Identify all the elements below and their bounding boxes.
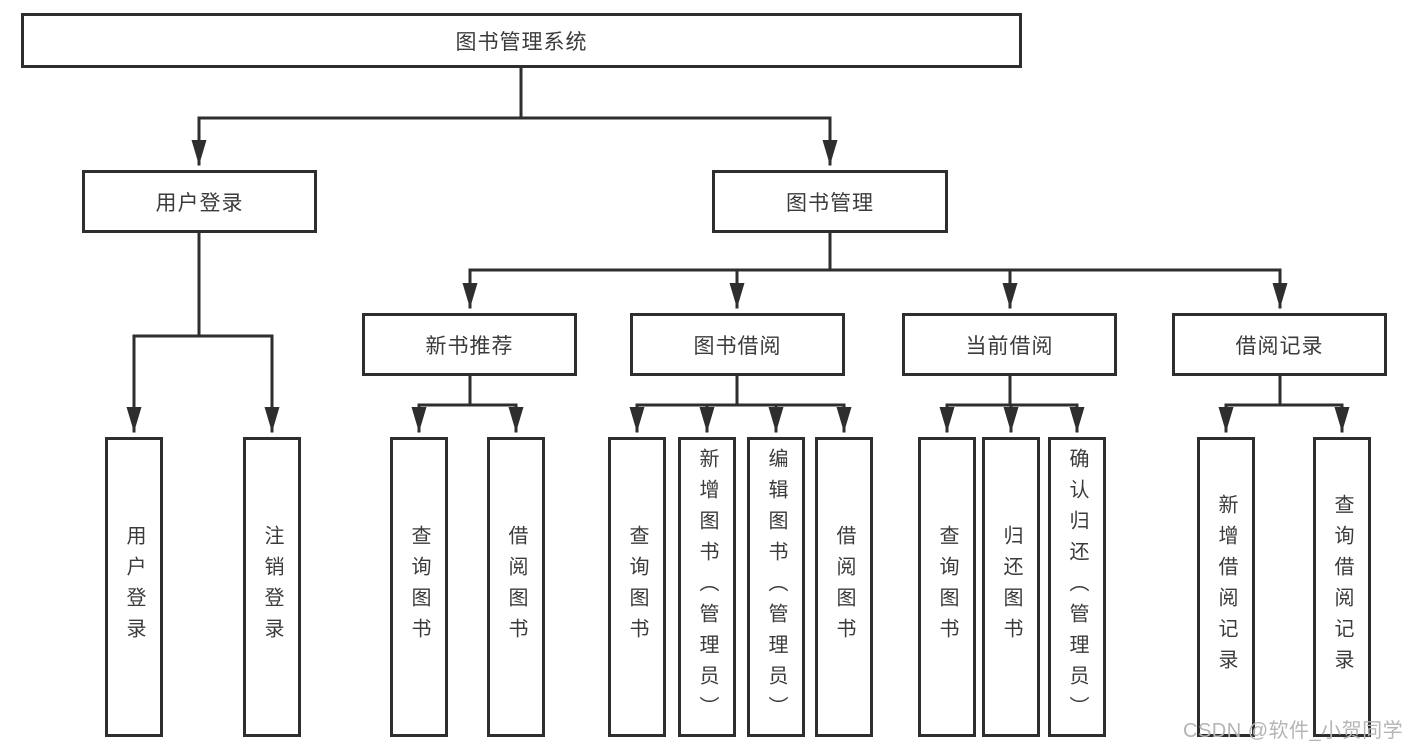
node-label: 用户登录 xyxy=(155,191,244,215)
leaf-return-books: 归还图书 xyxy=(982,437,1040,737)
leaf-label: 查询图书 xyxy=(626,525,648,649)
leaf-query-borrow-record: 查询借阅记录 xyxy=(1313,437,1371,737)
leaf-label: 用户登录 xyxy=(123,525,145,649)
leaf-add-borrow-record: 新增借阅记录 xyxy=(1197,437,1255,737)
leaf-label: 确认归还（管理员） xyxy=(1066,447,1088,727)
node-label: 新书推荐 xyxy=(425,334,514,358)
connector-book-borrow-to-leaves xyxy=(629,374,852,433)
node-label: 图书管理系统 xyxy=(455,30,588,54)
node-book-management: 图书管理 xyxy=(712,170,948,233)
leaf-label: 借阅图书 xyxy=(505,525,527,649)
node-library-system: 图书管理系统 xyxy=(21,13,1022,68)
node-new-book-recommend: 新书推荐 xyxy=(362,313,577,376)
leaf-label: 查询借阅记录 xyxy=(1331,494,1353,680)
leaf-label: 借阅图书 xyxy=(833,525,855,649)
node-label: 当前借阅 xyxy=(965,334,1054,358)
leaf-query-books-current: 查询图书 xyxy=(918,437,976,737)
leaf-query-books-recommend: 查询图书 xyxy=(390,437,448,737)
leaf-borrow-books-recommend: 借阅图书 xyxy=(487,437,545,737)
node-label: 借阅记录 xyxy=(1235,334,1324,358)
connector-book-mgmt-to-level3 xyxy=(462,231,1288,309)
leaf-query-books-borrow: 查询图书 xyxy=(608,437,666,737)
node-borrow-records: 借阅记录 xyxy=(1172,313,1387,376)
leaf-label: 注销登录 xyxy=(261,525,283,649)
node-label: 图书借阅 xyxy=(693,334,782,358)
csdn-watermark: CSDN @软件_小贺同学 xyxy=(1183,720,1404,742)
connector-borrow-records-to-leaves xyxy=(1218,374,1350,433)
leaf-label: 新增借阅记录 xyxy=(1215,494,1237,680)
connector-new-book-to-leaves xyxy=(411,374,524,433)
connector-root-to-level2 xyxy=(191,66,838,166)
leaf-label: 编辑图书（管理员） xyxy=(765,447,787,727)
node-current-borrow: 当前借阅 xyxy=(902,313,1117,376)
leaf-borrow-books: 借阅图书 xyxy=(815,437,873,737)
node-book-borrow: 图书借阅 xyxy=(630,313,845,376)
node-label: 图书管理 xyxy=(786,191,874,215)
leaf-user-login: 用户登录 xyxy=(105,437,163,737)
leaf-add-books-admin: 新增图书（管理员） xyxy=(678,437,736,737)
leaf-label: 查询图书 xyxy=(936,525,958,649)
leaf-edit-books-admin: 编辑图书（管理员） xyxy=(747,437,805,737)
connector-current-borrow-to-leaves xyxy=(939,374,1085,433)
leaf-label: 新增图书（管理员） xyxy=(696,447,718,727)
leaf-logout: 注销登录 xyxy=(243,437,301,737)
connector-user-login-to-leaves xyxy=(126,231,280,433)
leaf-label: 归还图书 xyxy=(1000,525,1022,649)
node-user-login: 用户登录 xyxy=(82,170,317,233)
leaf-label: 查询图书 xyxy=(408,525,430,649)
leaf-confirm-return-admin: 确认归还（管理员） xyxy=(1048,437,1106,737)
